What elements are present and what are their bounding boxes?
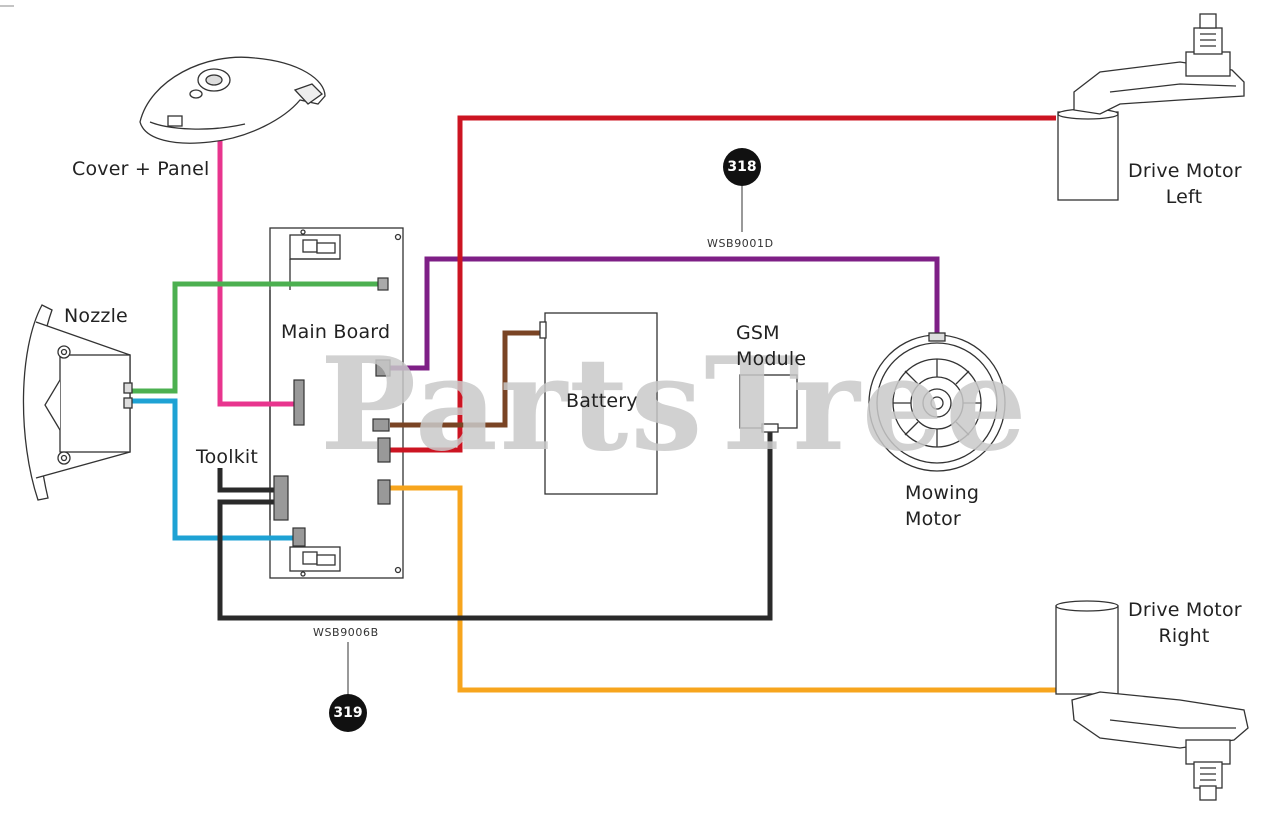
battery-box bbox=[539, 312, 658, 495]
watermark: PartsTree bbox=[320, 330, 1029, 480]
board-connectors bbox=[273, 277, 391, 547]
label-cover-panel: Cover + Panel bbox=[72, 158, 210, 180]
callout-318[interactable]: 318 bbox=[723, 148, 761, 186]
cover-panel-image bbox=[139, 56, 326, 144]
wire-red bbox=[390, 115, 1056, 453]
wire-pink bbox=[217, 140, 297, 407]
label-drive-motor-left: Drive Motor Left bbox=[1128, 160, 1242, 208]
label-gsm-module: GSM Module bbox=[736, 322, 807, 370]
drive-motor-left-image bbox=[1057, 13, 1245, 201]
label-drive-motor-right: Drive Motor Right bbox=[1128, 599, 1242, 647]
label-toolkit: Toolkit bbox=[196, 446, 259, 468]
label-main-board: Main Board bbox=[281, 321, 391, 343]
nozzle-image bbox=[22, 304, 133, 501]
wire-brown bbox=[390, 330, 540, 428]
wire-black-2 bbox=[217, 468, 278, 493]
main-board-outline bbox=[269, 227, 404, 579]
wire-purple bbox=[390, 256, 940, 371]
drive-motor-right-image bbox=[1055, 600, 1249, 801]
label-nozzle: Nozzle bbox=[64, 305, 128, 327]
part-number-top: WSB9001D bbox=[707, 237, 774, 250]
callout-319[interactable]: 319 bbox=[329, 694, 367, 732]
gsm-module-box bbox=[739, 374, 798, 433]
label-battery: Battery bbox=[566, 390, 638, 412]
wire-blue bbox=[130, 398, 297, 541]
wire-black bbox=[217, 430, 773, 621]
mowing-motor-image bbox=[868, 332, 1006, 472]
label-mowing-motor: Mowing Motor bbox=[905, 482, 980, 530]
wire-orange bbox=[390, 485, 1056, 693]
wire-green bbox=[130, 281, 383, 394]
part-number-bottom: WSB9006B bbox=[313, 626, 379, 639]
